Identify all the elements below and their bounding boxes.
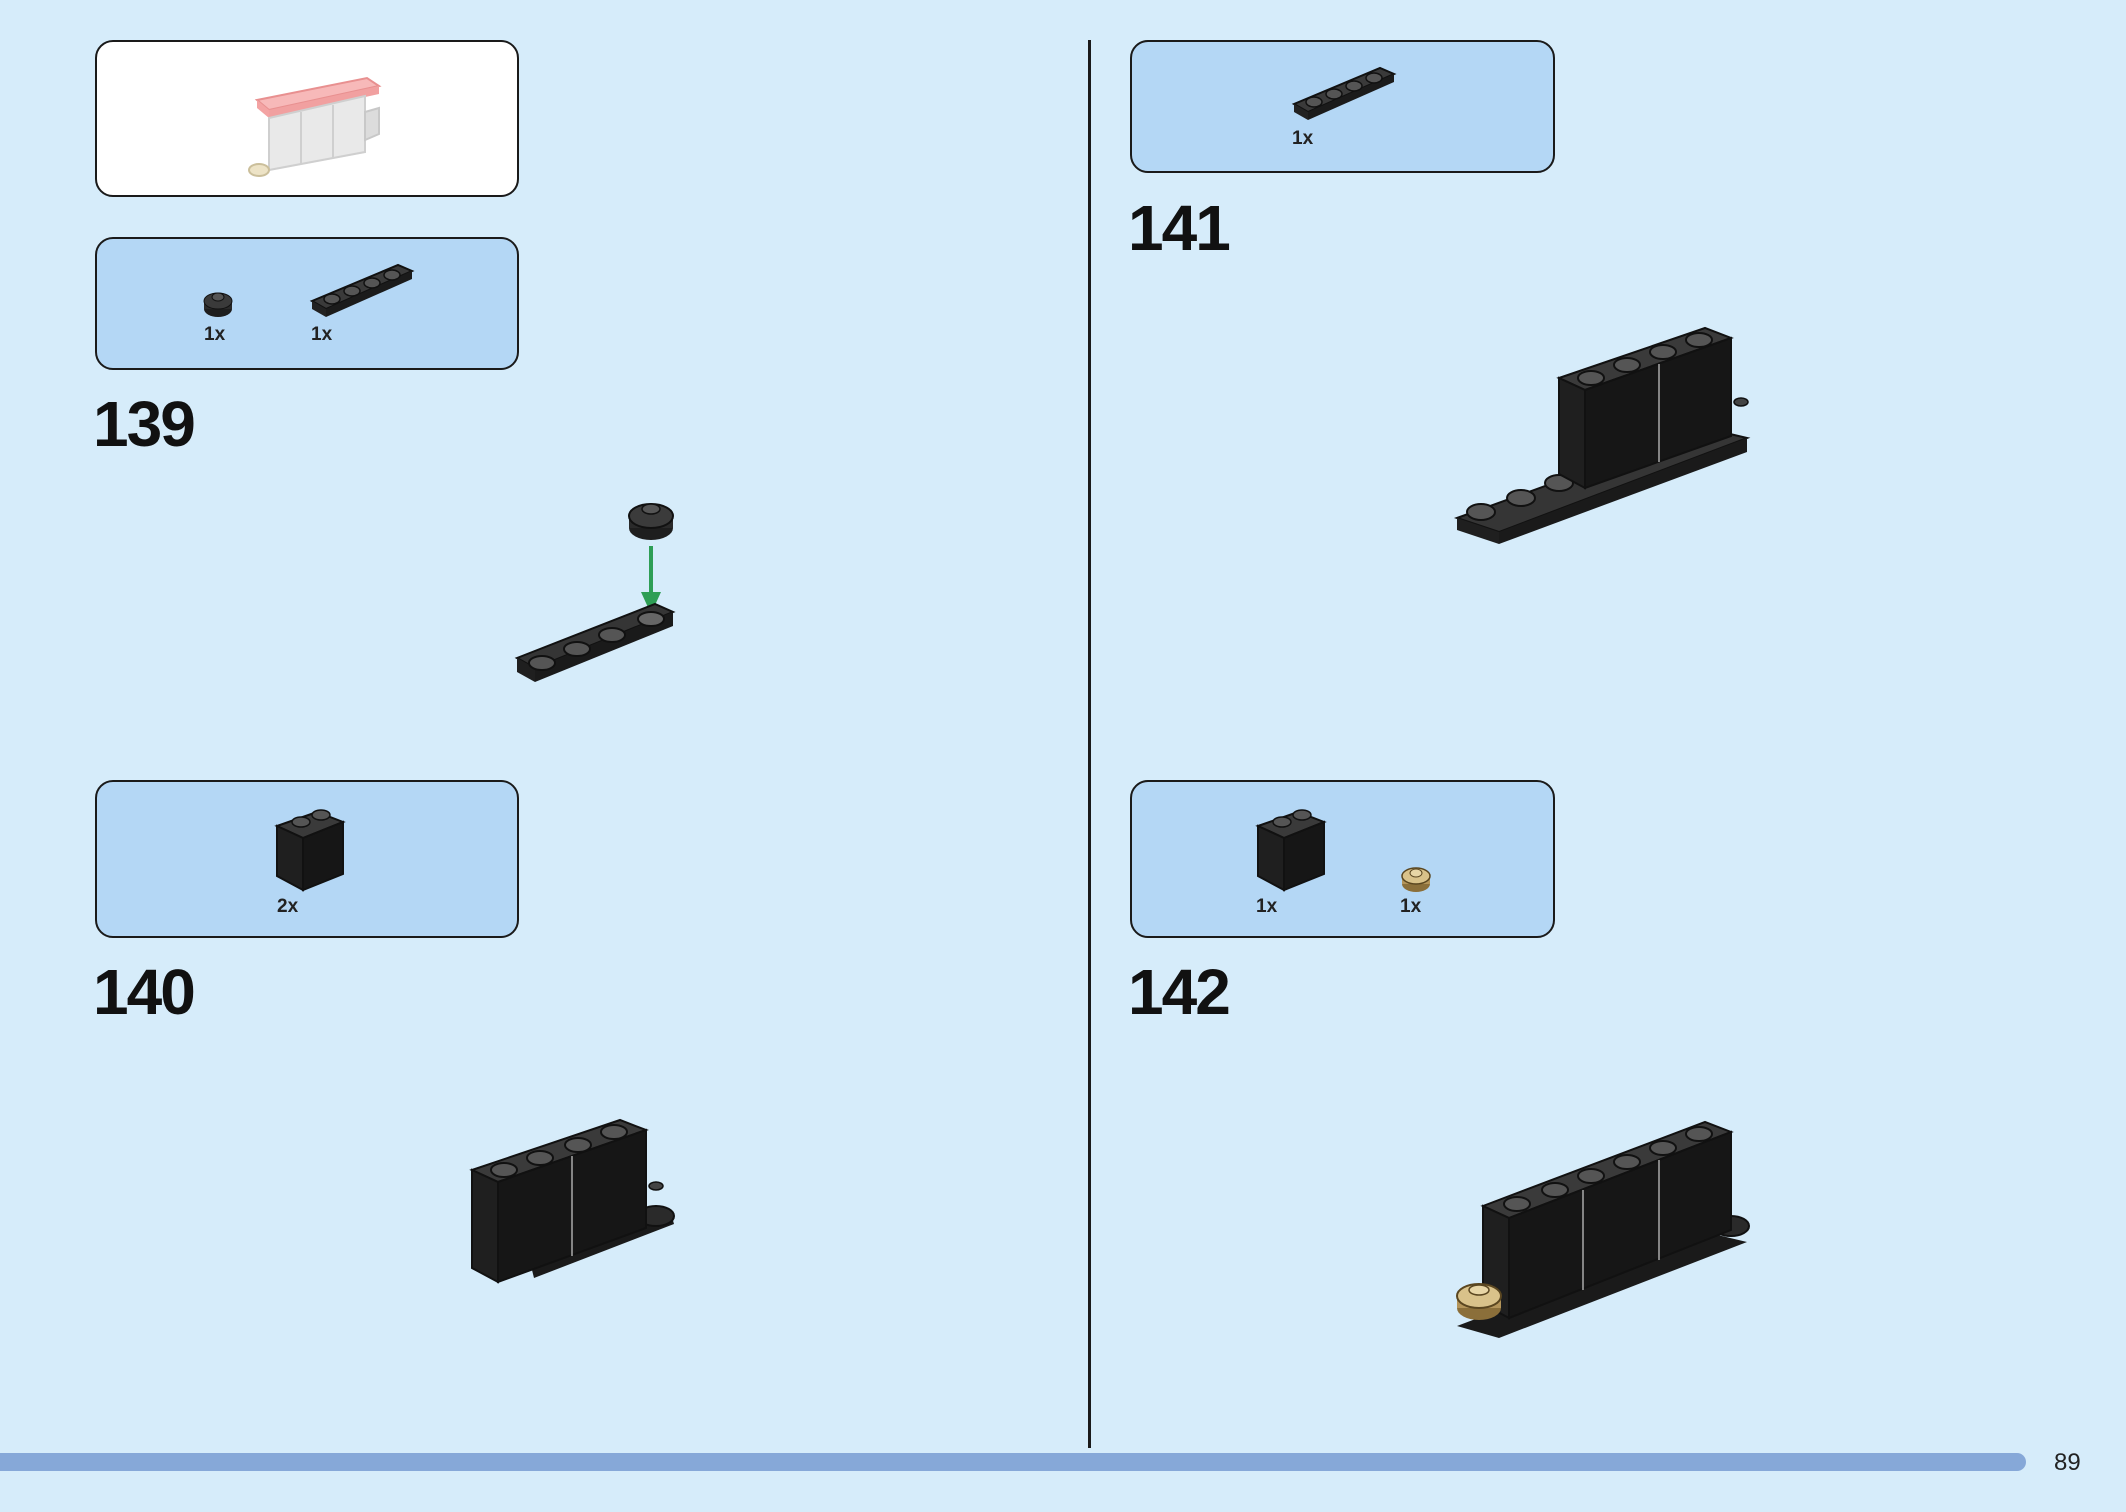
tan-round-plate-icon — [1401, 867, 1431, 892]
plate-1x4-icon — [309, 263, 415, 317]
assembly-139-illustration — [514, 503, 676, 682]
reference-model-icon — [248, 76, 382, 177]
part-qty: 1x — [1292, 128, 1314, 149]
step-number: 141 — [1128, 192, 1231, 264]
part-qty: 1x — [311, 324, 333, 345]
round-plate-icon — [203, 292, 233, 317]
parts-box-142: 1x 1x — [1130, 780, 1555, 938]
plate-1x4-icon — [1291, 66, 1397, 120]
page-divider — [1088, 40, 1091, 1448]
parts-box-140: 2x — [95, 780, 519, 938]
brick-1x2x2-icon — [274, 809, 346, 892]
part-qty: 2x — [277, 896, 299, 917]
step-number: 140 — [93, 956, 196, 1028]
part-qty: 1x — [1256, 896, 1278, 917]
parts-box-139: 1x 1x — [95, 237, 519, 370]
page-number: 89 — [2054, 1449, 2081, 1476]
part-qty: 1x — [1400, 896, 1422, 917]
assembly-142-illustration — [1456, 1120, 1750, 1338]
assembly-140-illustration — [469, 1118, 675, 1284]
brick-1x2x2-icon — [1255, 809, 1327, 892]
step-number: 142 — [1128, 956, 1231, 1028]
assembly-141-illustration — [1453, 326, 1751, 544]
parts-box-141: 1x — [1130, 40, 1555, 173]
step-number: 139 — [93, 388, 196, 460]
part-qty: 1x — [204, 324, 226, 345]
reference-box — [95, 40, 519, 197]
page-progress-bar — [0, 1453, 2026, 1471]
